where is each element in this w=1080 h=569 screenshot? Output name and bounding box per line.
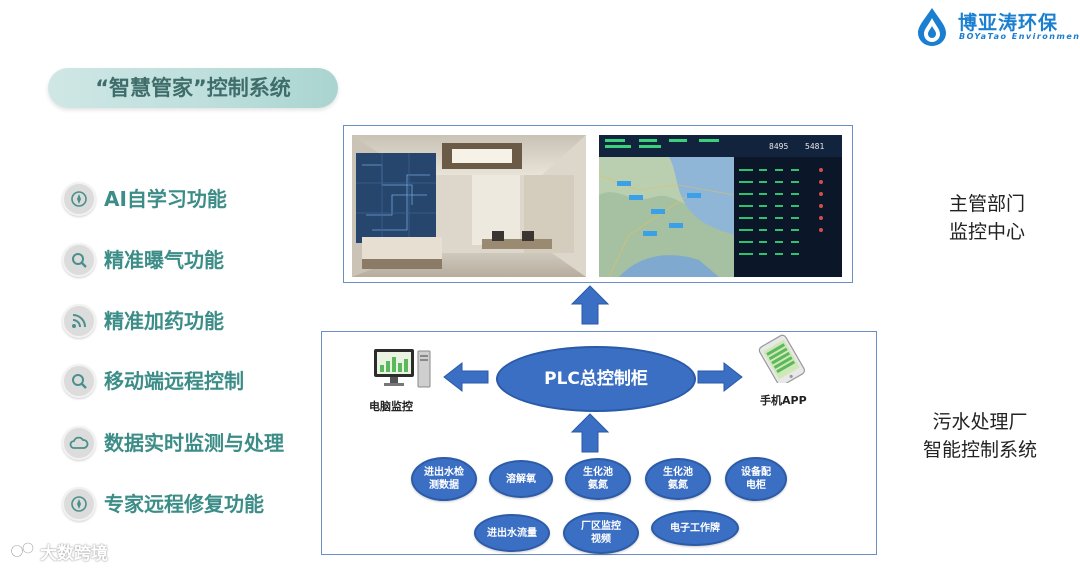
readout-1: 8495 <box>769 142 788 151</box>
watermark-logo-icon <box>10 540 38 562</box>
title-banner: “智慧管家”控制系统 <box>48 68 338 108</box>
sensor-bubble: 设备配 电柜 <box>725 457 787 501</box>
watermark: 大数跨境 <box>10 538 150 564</box>
computer-icon <box>372 347 434 391</box>
computer-label: 电脑监控 <box>369 398 413 414</box>
arrow-up-icon <box>570 412 610 454</box>
plant-label: 污水处理厂 智能控制系统 <box>900 408 1060 464</box>
feature-label: 精准加药功能 <box>104 305 224 334</box>
sensor-bubble: 进出水流量 <box>474 514 550 552</box>
phone-icon <box>752 333 816 383</box>
page-title: “智慧管家”控制系统 <box>48 68 338 108</box>
sensor-bubble: 生化池 氨氮 <box>565 458 631 500</box>
sensor-bubble: 生化池 氨氮 <box>645 458 711 500</box>
compass-icon <box>62 487 96 521</box>
arrow-left-icon <box>442 361 490 393</box>
sensor-bubble: 进出水检 测数据 <box>411 457 477 501</box>
arrow-right-icon <box>696 361 744 393</box>
magnifier-icon <box>62 243 96 277</box>
sensor-bubble: 电子工作牌 <box>651 510 739 546</box>
cloud-icon <box>62 426 96 460</box>
feature-label: 精准曝气功能 <box>104 244 224 273</box>
brand-name-cn: 博亚涛环保 <box>958 8 1058 35</box>
center-label-line-2: 监控中心 <box>912 218 1062 246</box>
plant-label-line-2: 智能控制系统 <box>900 436 1060 464</box>
watermark-text: 大数跨境 <box>40 539 108 564</box>
water-drop-logo-icon <box>912 6 952 46</box>
compass-icon <box>62 182 96 216</box>
plant-label-line-1: 污水处理厂 <box>900 408 1060 436</box>
magnifier-icon <box>62 364 96 398</box>
brand-name-en: BOYaTao Environment <box>959 32 1080 41</box>
control-room-photo <box>352 135 586 277</box>
center-label: 主管部门 监控中心 <box>912 190 1062 246</box>
sensor-bubble: 溶解氧 <box>489 460 553 498</box>
feature-label: AI自学习功能 <box>104 183 227 212</box>
feature-label: 数据实时监测与处理 <box>104 427 284 456</box>
phone-label: 手机APP <box>760 392 807 408</box>
arrow-up-icon <box>570 284 610 326</box>
feature-label: 移动端远程控制 <box>104 365 244 394</box>
brand-logo: 博亚涛环保 BOYaTao Environment <box>912 4 1074 48</box>
plc-cabinet: PLC总控制柜 <box>496 346 696 412</box>
monitoring-center-box: 8495 5481 <box>343 125 853 283</box>
readout-2: 5481 <box>805 142 824 151</box>
feature-label: 专家远程修复功能 <box>104 488 264 517</box>
signal-icon <box>62 304 96 338</box>
sensor-bubble: 厂区监控 视频 <box>563 512 639 554</box>
center-label-line-1: 主管部门 <box>912 190 1062 218</box>
map-dashboard-screen: 8495 5481 <box>599 135 842 277</box>
